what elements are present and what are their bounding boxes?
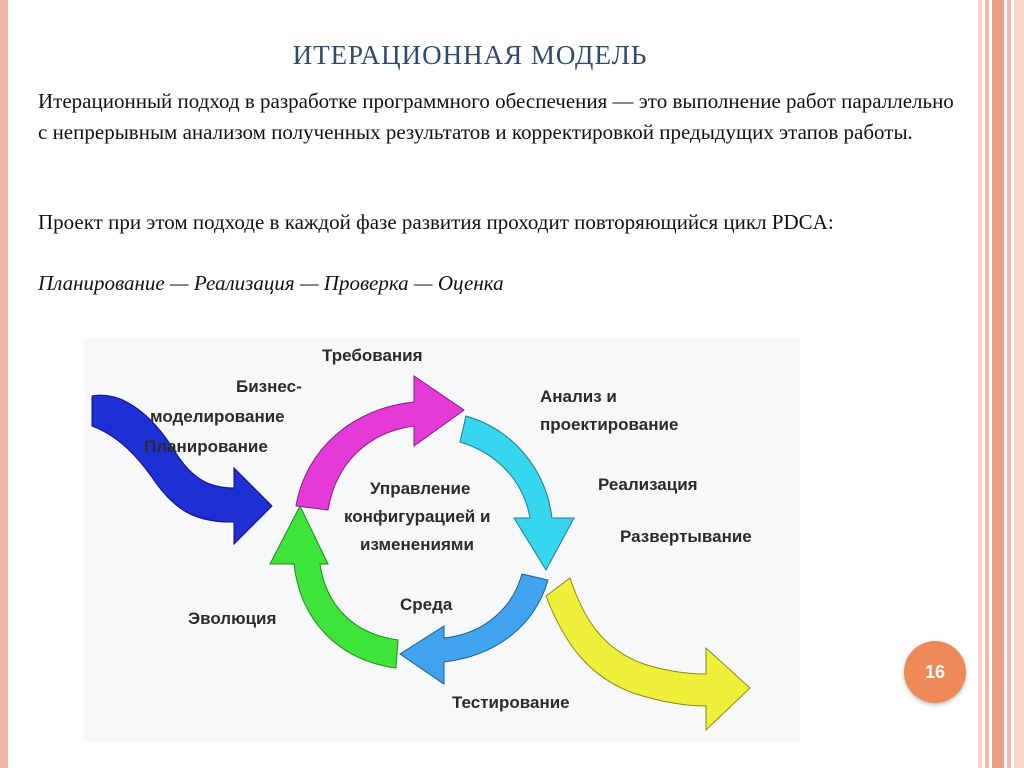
label-environment: Среда: [400, 595, 453, 614]
definition-paragraph: Итерационный подход в разработке програм…: [38, 89, 954, 144]
right-border-stripe: [985, 0, 989, 768]
label-business-2: моделирование: [150, 407, 285, 426]
right-border-stripe: [1014, 0, 1024, 768]
left-border-stripe: [0, 0, 8, 768]
page-number-badge: 16: [904, 641, 966, 703]
magenta-arc: [295, 375, 465, 511]
pdca-paragraph: Проект при этом подходе в каждой фазе ра…: [38, 210, 834, 234]
label-center-3: изменениями: [360, 535, 474, 554]
iteration-diagram: Требования Бизнес- моделирование Планиро…: [84, 338, 800, 742]
label-planning: Планирование: [144, 437, 268, 456]
label-analysis-2: проектирование: [540, 415, 678, 434]
exit-arrow: [545, 577, 751, 732]
right-border-stripe: [992, 0, 1004, 768]
label-business-1: Бизнес-: [236, 377, 302, 396]
blue-arc: [399, 573, 549, 685]
pdca-cycle-line: Планирование — Реализация — Проверка — О…: [38, 271, 504, 295]
label-center-1: Управление: [370, 479, 470, 498]
label-deployment: Развертывание: [620, 527, 752, 546]
cyan-arc: [459, 415, 575, 572]
label-analysis-1: Анализ и: [540, 387, 617, 406]
iteration-cycle-svg: Требования Бизнес- моделирование Планиро…: [91, 346, 752, 732]
label-implementation: Реализация: [598, 475, 698, 494]
label-evolution: Эволюция: [188, 609, 276, 628]
entry-arrow: [91, 394, 273, 546]
label-requirements: Требования: [322, 346, 423, 365]
label-testing: Тестирование: [452, 693, 570, 712]
slide-title: ИТЕРАЦИОННАЯ МОДЕЛЬ: [292, 40, 648, 70]
label-center-2: конфигурацией и: [344, 507, 490, 526]
green-arc: [269, 504, 399, 669]
right-border-stripe: [978, 0, 982, 768]
right-border-stripe: [1007, 0, 1011, 768]
